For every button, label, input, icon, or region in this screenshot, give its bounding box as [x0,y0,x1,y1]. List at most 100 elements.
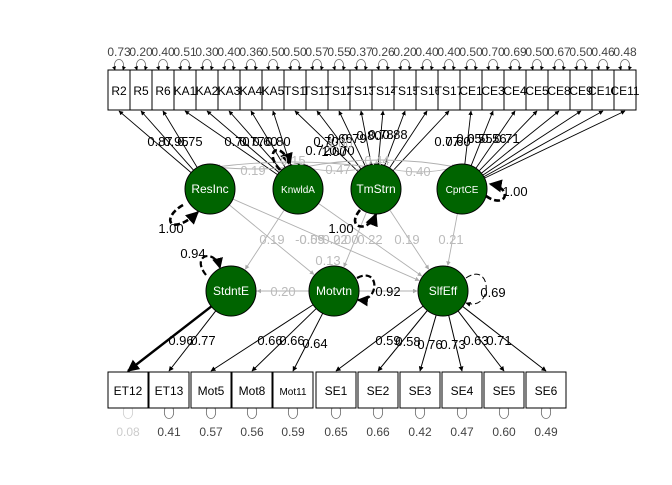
residual-variance-label: 0.57 [199,425,223,439]
indicator-box [525,371,567,409]
covariance-label: 0.40 [405,164,430,179]
residual-variance-label: 0.20 [129,45,153,59]
latent-motvtn [308,265,360,317]
residual-loop [332,59,346,71]
variance-loop [199,255,223,276]
loading-arrow [470,110,494,166]
indicator-label: SE6 [535,384,558,398]
loading-arrow [462,306,547,372]
loading-label: 0.55 [467,131,492,146]
latent-variance-label: 1.00 [328,221,353,236]
latent-slfeff [417,265,469,317]
loading-label: 0.66 [257,333,282,348]
residual-loop [398,59,412,71]
latent-knwlda [272,163,324,215]
residual-loop [163,407,175,419]
residual-variance-label: 0.26 [371,45,395,59]
residual-variance-label: 0.30 [195,45,219,59]
loading-arrow [359,110,372,165]
structural-path [244,209,285,270]
path-coefficient-label: -0.05 [295,232,325,247]
residual-variance-label: 0.59 [281,425,305,439]
path-coefficient-label: 0.13 [315,253,340,268]
loading-arrow [384,110,406,166]
residual-variance-label: 0.69 [503,45,527,59]
residual-variance-label: 0.47 [450,425,474,439]
latent-tmstrn [350,163,402,215]
indicator-box [613,69,637,111]
loading-label: 0.80 [265,134,290,149]
loading-arrow [483,110,604,178]
residual-loop [508,59,522,71]
latent-label: SlfEff [429,284,458,298]
indicator-box [483,371,525,409]
residual-variance-label: 0.49 [534,425,558,439]
residual-variance-label: 0.67 [547,45,571,59]
indicator-box [107,371,149,409]
indicator-box [441,371,483,409]
residual-variance-label: 0.48 [613,45,637,59]
loading-arrow [162,110,198,168]
residual-loop [618,59,632,71]
indicator-label: TS12 [325,84,354,98]
indicator-label: TS11 [303,84,331,98]
indicator-label: CE9 [569,84,593,98]
residual-variance-label: 0.73 [107,45,131,59]
residual-variance-label: 0.65 [324,425,348,439]
indicator-label: Mot5 [198,384,225,398]
residual-loop [156,59,170,71]
residual-loop [288,59,302,71]
latent-variance-label: 1.00 [158,221,183,236]
covariance-arc [303,159,457,169]
loading-arrow [127,305,213,372]
residual-variance-label: 0.55 [327,45,351,59]
loading-arrow [210,304,314,372]
loading-label: 0.66 [279,333,304,348]
edges-layer [112,59,632,419]
residual-variance-label: 0.70 [481,45,505,59]
indicator-label: TS14 [369,84,398,98]
indicator-label: KA1 [174,84,197,98]
loading-arrow [168,310,217,372]
residual-loop [178,59,192,71]
residual-loop [310,59,324,71]
residual-variance-label: 0.60 [492,425,516,439]
covariance-label: 0.47 [325,162,350,177]
loading-arrow [448,315,464,372]
indicator-label: CE1 [459,84,483,98]
indicator-label: SE2 [367,384,390,398]
residual-variance-label: 0.50 [283,45,307,59]
latent-stdnte [205,265,257,317]
residual-variance-label: 0.50 [261,45,285,59]
path-coefficient-label: 0.20 [270,284,295,299]
indicator-label: KA4 [240,84,263,98]
indicator-label: TS15 [391,84,420,98]
loading-arrow [377,310,428,372]
loading-label: 0.65 [456,131,481,146]
loading-label: 0.70 [224,134,249,149]
loading-label: 0.79 [341,131,366,146]
residual-loop [376,59,390,71]
residual-loop [486,59,500,71]
latent-variance-label: 1.00 [321,144,346,159]
indicator-box [399,371,441,409]
loading-label: 0.77 [239,134,264,149]
loading-label: 0.71 [494,131,519,146]
latent-variance-label: 1.00 [502,184,527,199]
path-coefficient-label: 0.22 [322,232,347,247]
indicator-label: TS16 [413,84,442,98]
residual-variance-label: 0.50 [569,45,593,59]
latent-label: TmStrn [356,182,395,196]
structural-path [232,198,420,282]
indicator-label: TS17 [435,84,464,98]
loading-arrow [118,110,192,173]
loading-arrow [484,110,626,179]
path-coefficient-label: 0.59 [299,232,324,247]
residual-variance-label: 0.41 [157,425,181,439]
indicator-label: CE8 [547,84,571,98]
residual-loop [122,407,134,419]
variance-loop [356,274,376,307]
